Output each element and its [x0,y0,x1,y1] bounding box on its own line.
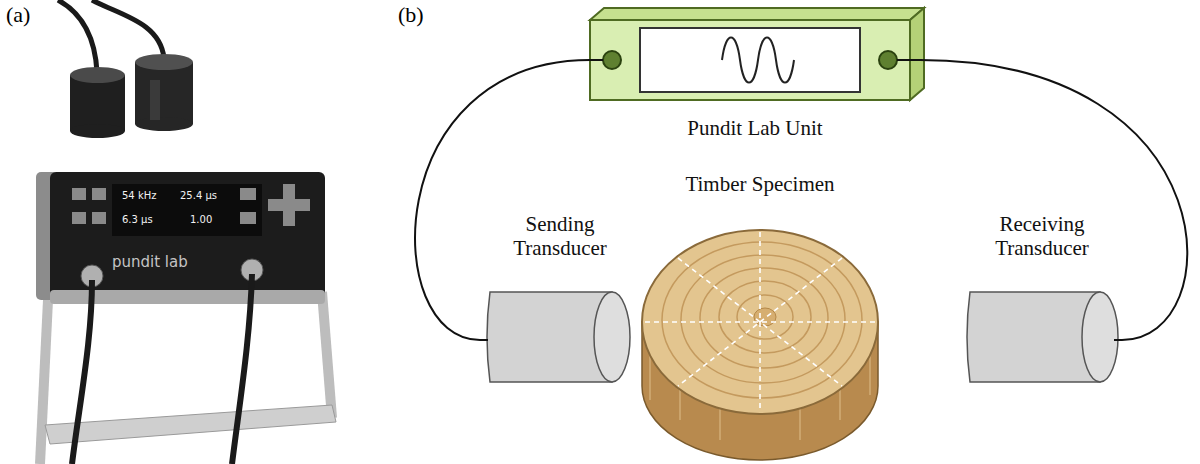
cable-wire [920,60,1187,340]
node-label: Sending Transducer [480,212,640,260]
transducer-photo-part [135,62,193,124]
pundit-device-photo-part [72,188,86,200]
transducer-photo-part [92,0,164,58]
pundit-unit-drawing-part [590,8,924,20]
receiving-transducer-drawing-part [1114,339,1122,341]
device-brand: pundit lab [112,253,188,271]
sending-transducer-drawing-part [480,339,488,341]
pundit-unit-drawing [590,8,924,100]
receiving-transducer-drawing-part [967,292,1100,382]
timber-disc-drawing-part-part [678,258,842,386]
transducer-photo [58,0,193,138]
pundit-device-photo-part [92,188,106,200]
transducer-photo-part [135,117,193,131]
pundit-unit-drawing-part [590,20,910,100]
transducer-photo-part [70,67,125,83]
pundit-device-photo-part [268,199,310,211]
pundit-device-photo-part [72,280,92,464]
pundit-unit-drawing-part [897,59,922,61]
pundit-unit-drawing-part [910,8,924,100]
screen-reading: 1.00 [190,214,212,226]
pundit-device-photo [36,172,336,464]
node-label: Timber Specimen [640,172,880,196]
sending-transducer-drawing-part [594,292,630,382]
timber-disc-drawing [642,230,878,460]
node-label: Pundit Lab Unit [590,116,920,140]
timber-disc-drawing-part [662,242,862,398]
timber-disc-drawing-part [642,230,878,414]
pundit-device-photo-part [50,172,325,297]
panel-label: (b) [398,2,424,28]
pundit-device-photo-part [112,184,262,236]
pundit-unit-drawing-part [722,38,794,83]
specimen-box: Timber Specimen [640,172,880,462]
node-label: Receiving Transducer [962,212,1122,260]
transducer-photo-part [135,54,193,70]
pundit-unit-drawing-part [879,51,897,69]
screen-reading: 25.4 µs [180,190,217,202]
transducer-photo-part [150,80,160,120]
transducer-photo-part [58,0,97,72]
pundit-unit-drawing-part [590,59,603,61]
timber-disc-drawing-part [719,281,811,353]
pundit-device-photo-part [232,274,252,464]
transducer-box: Sending Transducer [480,212,640,384]
transducer-photo-part [70,75,125,131]
pundit-device-photo-part [72,212,86,224]
cable-wire [415,60,590,340]
screen-reading: 54 kHz [122,190,156,202]
unit-box: Pundit Lab Unit [590,8,920,140]
receiving-transducer-drawing [967,292,1122,382]
panel-label: (a) [6,2,30,28]
timber-disc-drawing-part-part [678,258,842,386]
pundit-device-photo-part [45,405,336,444]
pundit-device-photo-part [240,188,256,200]
receiving-transducer-drawing-part [1082,292,1118,382]
transducer-photo-part [70,124,125,138]
pundit-device-photo-part [240,212,256,224]
transducer-box: Receiving Transducer [962,212,1122,384]
pundit-device-photo-part [40,300,48,464]
timber-disc-drawing-part [645,232,875,412]
pundit-unit-drawing-part [603,51,621,69]
screen-reading: 6.3 µs [122,214,153,226]
pundit-device-photo-part [92,212,106,224]
sending-transducer-drawing [480,292,630,382]
pundit-unit-drawing-part [640,28,860,92]
timber-disc-drawing-part [754,308,776,326]
pundit-device-photo-part [322,292,332,418]
